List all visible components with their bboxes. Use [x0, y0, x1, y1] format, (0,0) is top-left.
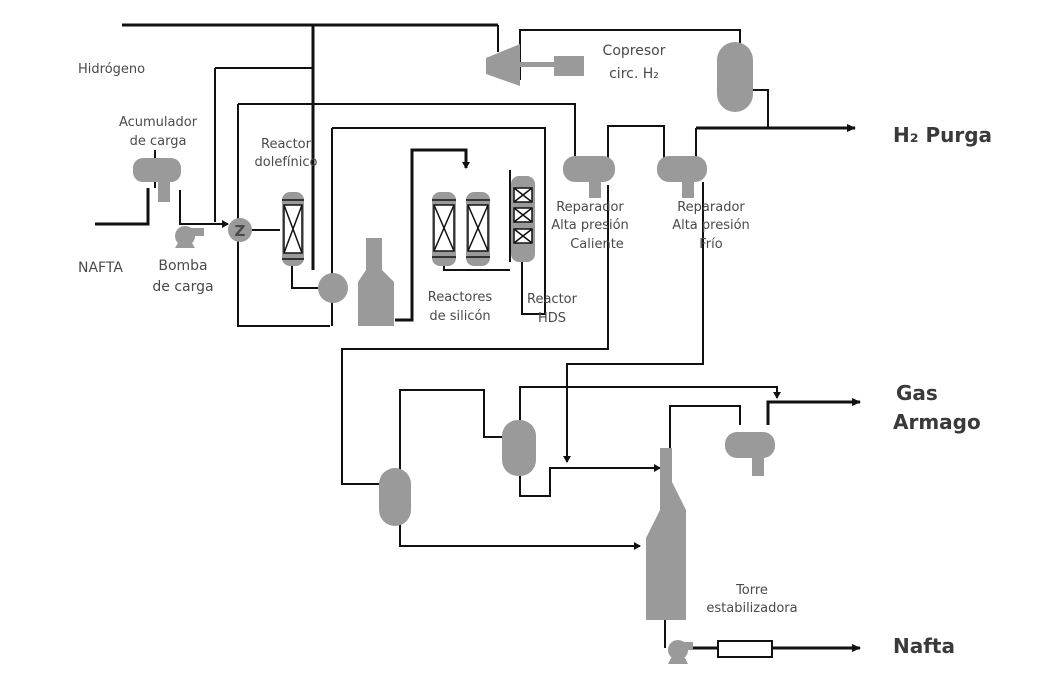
label-salida-gas-2: Armago [893, 410, 981, 434]
bomba-fondo [668, 640, 693, 664]
reparador-caliente [563, 156, 615, 198]
reactor-hds [511, 176, 535, 262]
label-hidrogeno: Hidrógeno [78, 62, 145, 77]
label-reactor-dol-1: Reactor [261, 137, 312, 152]
knockout-drum [717, 42, 753, 112]
drum-bajo-izq [379, 468, 411, 526]
label-reactores-sil-1: Reactores [428, 290, 493, 305]
mixer [318, 273, 348, 303]
torre-estabilizadora [646, 448, 686, 620]
bomba-carga [175, 226, 204, 248]
label-bomba-2: de carga [152, 279, 213, 295]
acumulador-carga [133, 158, 181, 202]
reparador-frio [657, 156, 707, 198]
piping [95, 23, 861, 652]
label-bomba-1: Bomba [158, 258, 207, 274]
label-reactor-dol-2: dolefínico [255, 155, 318, 170]
label-rep-frio-3: Frío [699, 237, 722, 252]
compresor [486, 44, 584, 86]
label-reactor-hds-1: Reactor [527, 292, 578, 307]
label-torre-1: Torre [735, 583, 768, 598]
reactores-silicon [432, 192, 490, 266]
label-acumulador-1: Acumulador [119, 115, 198, 130]
label-rep-frio-2: Alta presión [672, 218, 750, 233]
label-reactores-sil-2: de silicón [429, 309, 490, 324]
label-rep-caliente-3: Caliente [570, 237, 624, 252]
horno [358, 238, 394, 326]
label-reactor-hds-2: HDS [538, 311, 566, 326]
label-salida-gas-1: Gas [896, 381, 938, 405]
enfriador [717, 640, 773, 658]
label-compresor-2: circ. H₂ [609, 66, 659, 82]
labels: Hidrógeno NAFTA Acumulador de carga Bomb… [78, 43, 992, 658]
reactor-dolefinico [282, 192, 304, 266]
label-acumulador-2: de carga [130, 134, 187, 149]
label-rep-caliente-2: Alta presión [551, 218, 629, 233]
drum-bajo-centro [502, 420, 536, 476]
label-torre-2: estabilizadora [706, 601, 797, 616]
heater-symbol: Z [235, 222, 246, 240]
label-rep-frio-1: Reparador [677, 200, 745, 215]
label-nafta-entrada: NAFTA [78, 260, 123, 276]
label-salida-nafta: Nafta [893, 634, 955, 658]
acumulador-tope [725, 432, 775, 476]
label-compresor-1: Copresor [603, 43, 666, 59]
label-salida-h2-purga: H₂ Purga [893, 123, 992, 147]
heater: Z [228, 218, 252, 242]
label-rep-caliente-1: Reparador [556, 200, 624, 215]
